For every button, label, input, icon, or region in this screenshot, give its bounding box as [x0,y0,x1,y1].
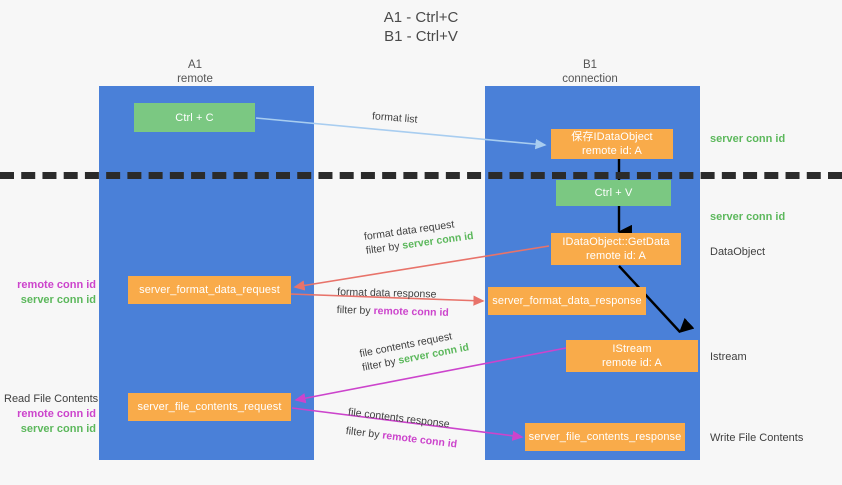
label-read-file-contents: Read File Contents [4,393,99,405]
page-title: A1 - Ctrl+C B1 - Ctrl+V [383,9,459,45]
box-istream[interactable]: IStream remote id: A [566,340,698,372]
arrow-getdata-to-istream [618,265,695,333]
label-format-server-conn-id: server conn id [20,294,96,306]
edge-filter-prefix-2: filter by [336,303,374,317]
arrow-format-list [255,117,547,150]
divider-dashed-line [0,172,842,179]
box-idataobject-getdata[interactable]: IDataObject::GetData remote id: A [551,233,681,265]
box-ctrl-v[interactable]: Ctrl + V [556,180,671,206]
label-write-file-contents: Write File Contents [710,432,804,444]
label-group-format-conn: remote conn id server conn id [8,278,96,308]
box-server-file-contents-response[interactable]: server_file_contents_response [525,423,685,451]
label-file-remote-conn-id: remote conn id [17,408,96,420]
box-server-format-data-response[interactable]: server_format_data_response [488,287,646,315]
box-server-file-contents-request[interactable]: server_file_contents_request [128,393,291,421]
label-format-remote-conn-id: remote conn id [17,279,96,291]
label-istream: Istream [710,351,747,363]
column-header-a1: A1 remote [177,59,213,85]
label-dataobject: DataObject [710,246,766,258]
edge-label-format-data-response-line2: filter by remote conn id [337,303,449,320]
label-server-conn-id-second: server conn id [710,211,786,223]
arrow-file-contents-response [291,407,524,441]
box-save-idataobject[interactable]: 保存IDataObject remote id: A [551,129,673,159]
label-group-file-conn: Read File Contents remote conn id server… [4,392,99,437]
box-server-format-data-request[interactable]: server_format_data_request [128,276,291,304]
label-file-server-conn-id: server conn id [20,423,96,435]
edge-label-format-data-response-line1: format data response [337,286,437,301]
arrow-format-data-response [289,293,485,306]
box-ctrl-c[interactable]: Ctrl + C [134,103,255,132]
arrow-file-contents-request [294,347,567,404]
column-header-b1: B1 connection [562,59,618,85]
arrow-format-data-request [293,245,550,291]
edge-filter-value-remote-1: remote conn id [373,304,449,319]
label-server-conn-id-top: server conn id [710,133,786,145]
edge-label-format-data-response: format data response filter by remote co… [337,285,450,320]
